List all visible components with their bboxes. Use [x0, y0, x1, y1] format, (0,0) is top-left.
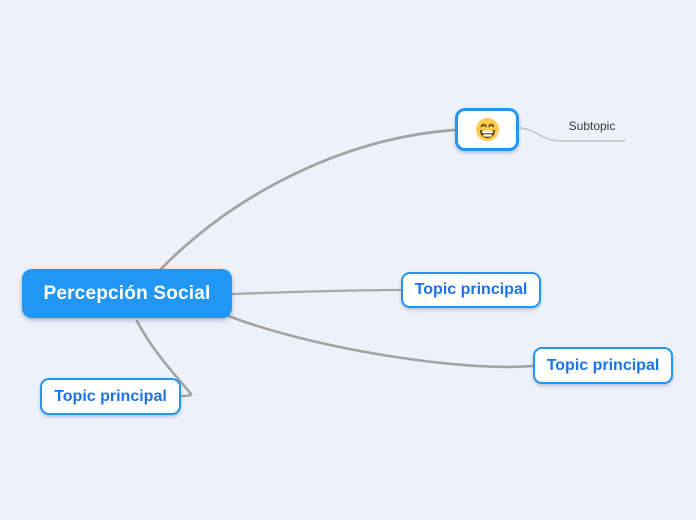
emoji-topic-node[interactable]	[455, 108, 519, 151]
branch-emoji-to-subtopic	[518, 127, 626, 142]
subtopic-node[interactable]: Subtopic	[568, 119, 616, 133]
root-node-label: Percepción Social	[43, 282, 211, 304]
branch-root-to-emoji	[158, 128, 456, 272]
topic-node-label: Topic principal	[546, 356, 660, 374]
topic-node-right-middle[interactable]: Topic principal	[401, 272, 541, 308]
topic-node-label: Topic principal	[414, 281, 528, 298]
topic-node-label: Topic principal	[54, 387, 167, 405]
branch-root-to-topic-right	[229, 288, 402, 296]
beaming-face-emoji	[475, 118, 499, 141]
branch-root-to-topic-bottom-right	[224, 313, 534, 369]
root-node[interactable]: Percepción Social	[22, 269, 232, 318]
branch-root-to-topic-bottom-left	[135, 319, 193, 398]
topic-node-bottom-right[interactable]: Topic principal	[533, 347, 673, 384]
topic-node-bottom-left[interactable]: Topic principal	[40, 378, 181, 415]
